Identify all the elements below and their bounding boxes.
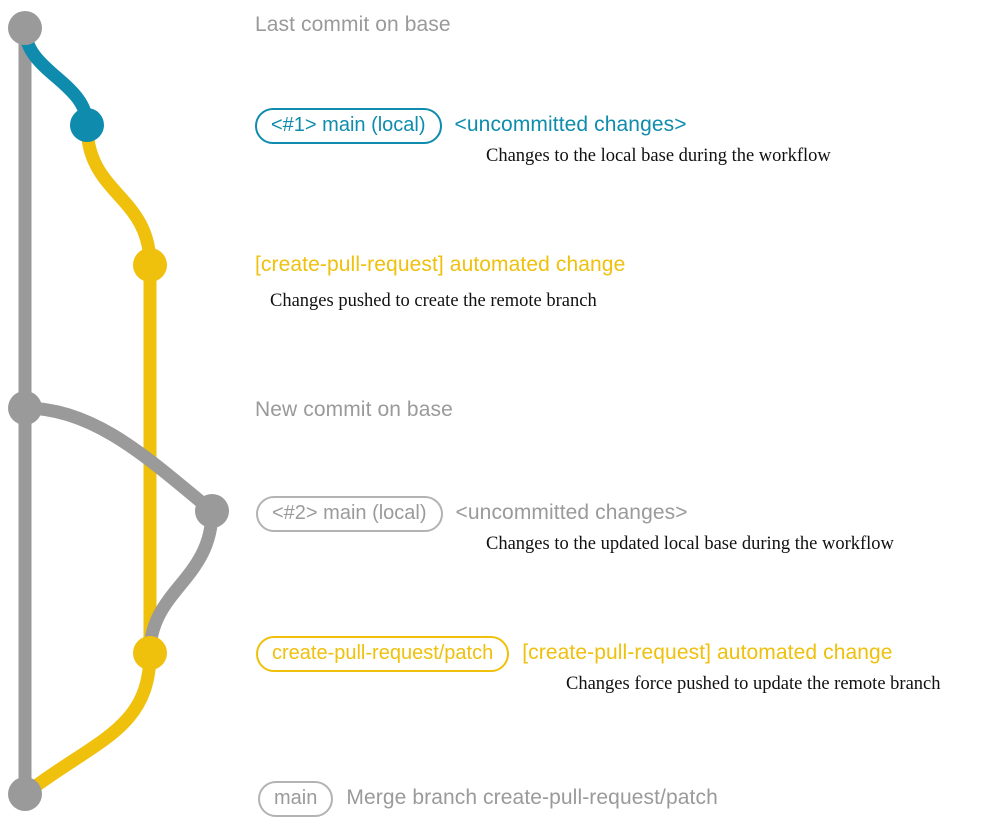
- branch-pill-patch[interactable]: create-pull-request/patch: [256, 636, 510, 672]
- commit-subject-merge: Merge branch create-pull-request/patch: [346, 786, 718, 809]
- patch-merge-line: [18, 646, 157, 801]
- commit-note-automated-2: Changes force pushed to update the remot…: [566, 674, 941, 694]
- pill-wrap-patch: create-pull-request/patch: [256, 636, 510, 672]
- heading-last-commit-on-base: Last commit on base: [255, 13, 451, 36]
- commit-subject-automated-2: [create-pull-request] automated change: [522, 641, 893, 664]
- local-branch-line-2-return: [143, 504, 219, 660]
- branch-pill-local-1[interactable]: <#1> main (local): [255, 108, 442, 144]
- commit-node-new-base[interactable]: [8, 391, 42, 425]
- pill-wrap-local-1: <#1> main (local): [255, 108, 442, 144]
- branch-pill-main[interactable]: main: [258, 781, 334, 817]
- row-local-commit-1: <#1> main (local) <uncommitted changes>: [255, 108, 687, 144]
- row-automated-commit-2: create-pull-request/patch [create-pull-r…: [256, 636, 893, 672]
- patch-branch-line-1: [80, 118, 157, 272]
- row-merge-commit: main Merge branch create-pull-request/pa…: [258, 781, 718, 817]
- commit-subject-local-1: <uncommitted changes>: [454, 113, 687, 136]
- pill-wrap-local-2: <#2> main (local): [256, 496, 443, 532]
- pill-wrap-main: main: [258, 781, 334, 817]
- commit-subject-automated-1: [create-pull-request] automated change: [255, 253, 626, 276]
- row-new-commit-on-base: New commit on base: [255, 398, 453, 422]
- commit-node-automated-1[interactable]: [133, 248, 167, 282]
- row-local-commit-2: <#2> main (local) <uncommitted changes>: [256, 496, 688, 532]
- commit-note-local-1: Changes to the local base during the wor…: [486, 146, 831, 166]
- commit-node-merge[interactable]: [8, 777, 42, 811]
- commit-note-automated-1: Changes pushed to create the remote bran…: [270, 291, 597, 311]
- row-last-commit-on-base: Last commit on base: [255, 13, 451, 37]
- commit-node-local-1[interactable]: [70, 108, 104, 142]
- heading-new-commit-on-base: New commit on base: [255, 398, 453, 421]
- local-branch-line-1: [18, 21, 94, 132]
- local-branch-line-2: [18, 401, 219, 518]
- commit-subject-local-2: <uncommitted changes>: [455, 501, 688, 524]
- commit-node-local-2[interactable]: [195, 494, 229, 528]
- commit-note-local-2: Changes to the updated local base during…: [486, 534, 894, 554]
- commit-node-last-base[interactable]: [8, 11, 42, 45]
- row-automated-commit-1: [create-pull-request] automated change: [255, 253, 625, 277]
- commit-node-automated-2[interactable]: [133, 636, 167, 670]
- branch-pill-local-2[interactable]: <#2> main (local): [256, 496, 443, 532]
